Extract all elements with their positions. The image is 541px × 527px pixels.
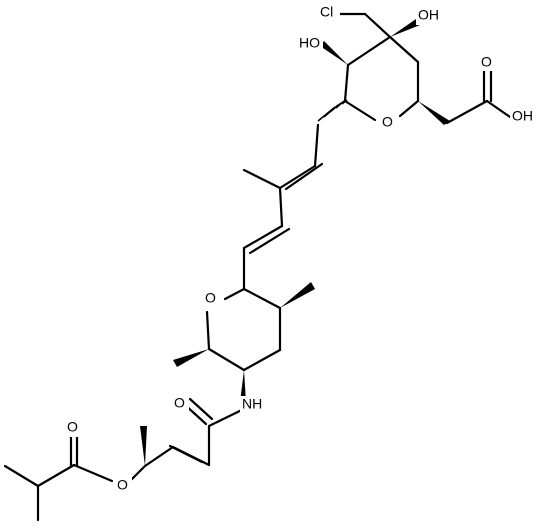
wedge-oh-top (390, 19, 420, 37)
wedge-nh (240, 370, 246, 402)
hydroxyl-top-label: OH (418, 7, 439, 23)
acid-hydroxyl-label: OH (512, 108, 533, 124)
ester-oxygen-label: O (117, 477, 128, 493)
ring-oxygen-top-label: O (382, 114, 393, 130)
acetic-acid (445, 69, 512, 125)
wedge-chain-methyl (140, 426, 147, 466)
atom-labels: Cl OH HO O O OH O NH O O O (64, 3, 538, 495)
top-ring (336, 12, 420, 122)
isobutyrate-ester (3, 435, 147, 522)
chlorine-label: Cl (320, 4, 333, 20)
wedge-ring-methyl (280, 282, 315, 308)
middle-ring (205, 287, 282, 372)
ester-carbonyl-oxygen-label: O (67, 419, 78, 435)
wedge-ho-left (320, 41, 348, 65)
wedge-acid-arm (418, 101, 450, 125)
acid-carbonyl-oxygen-label: O (481, 54, 492, 70)
wedge-c-methyl (173, 349, 209, 367)
hydroxyl-left-label: HO (299, 35, 320, 51)
diene-linker (242, 123, 324, 291)
ring-oxygen-middle-label: O (205, 290, 216, 306)
amide-nh-label: NH (242, 396, 262, 412)
amide-chain (143, 397, 254, 468)
amide-oxygen-label: O (174, 395, 185, 411)
hash-side-chain (317, 99, 348, 122)
